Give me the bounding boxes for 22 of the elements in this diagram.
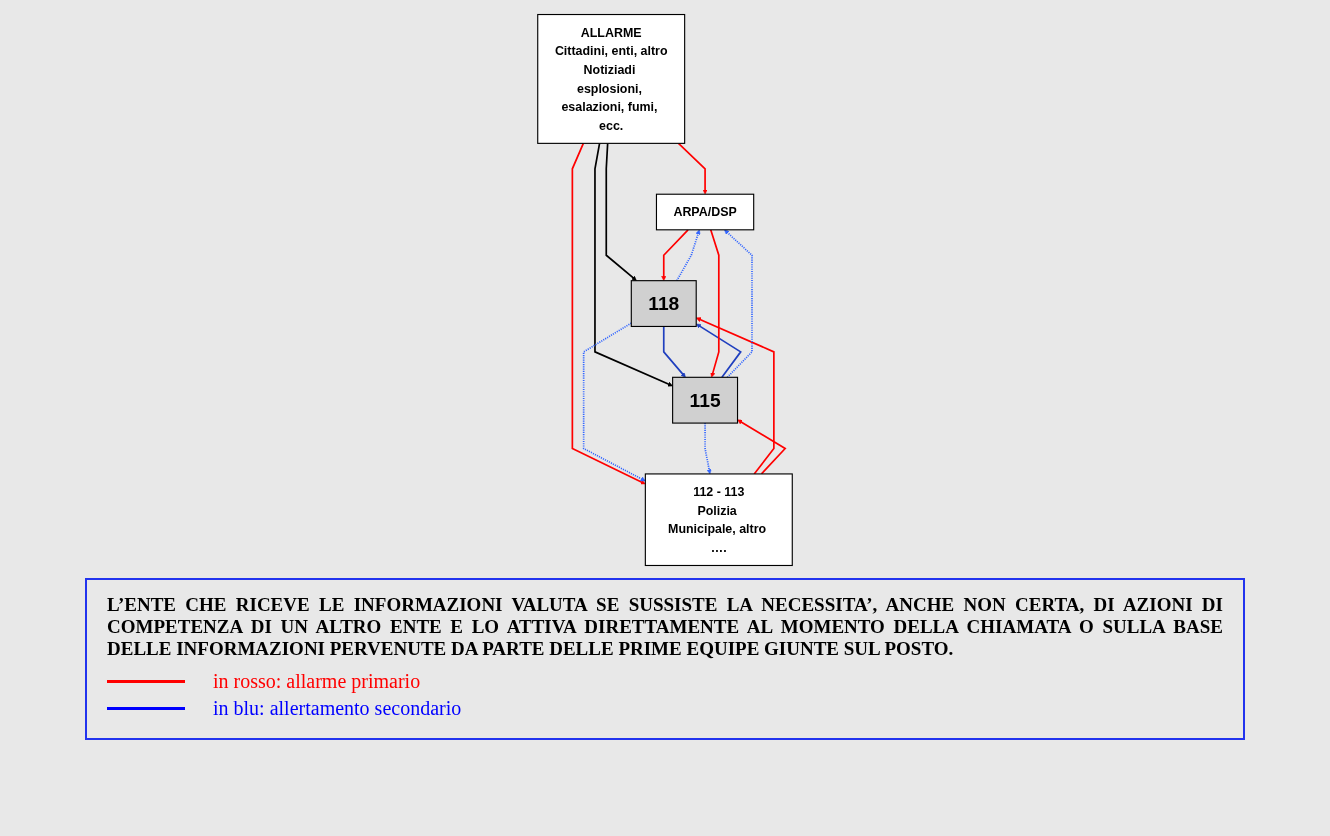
note-text: L’ENTE CHE RICEVE LE INFORMAZIONI VALUTA SE SUSSISTE LA NECESSITA’, ANCHE NON CERTA, DI AZIONI DI COMPETENZA DI UN ALTRO ENTE E LO ATTIVA DIRETTAMENTE AL MOMENTO DELLA CHIAMATA O SULLA BASE DELLE INFORMAZIONI PERVENUTE DA PARTE DELLE PRIME EQUIPE GIUNTE SUL POSTO. xyxy=(107,594,1223,660)
node-box: ALLARME Cittadini, enti, altro Notiziadi esplosioni, esalazioni, fumi, ecc. xyxy=(537,13,686,144)
node-box: 112 - 113 Polizia Municipale, altro …. xyxy=(644,473,793,567)
arrow xyxy=(582,322,646,482)
arrow xyxy=(704,422,712,475)
arrow xyxy=(677,142,708,195)
arrow xyxy=(724,229,753,379)
node-box: 118 xyxy=(630,280,697,327)
node-box: ARPA/DSP xyxy=(655,193,755,231)
node-box: 115 xyxy=(672,376,739,424)
arrow xyxy=(709,228,720,378)
arrow xyxy=(605,142,637,281)
arrow xyxy=(696,317,775,475)
arrow xyxy=(594,142,673,387)
arrow xyxy=(662,325,686,378)
arrow xyxy=(696,323,742,379)
legend-text: in rosso: allarme primario xyxy=(213,670,421,693)
arrow xyxy=(661,228,689,281)
arrow xyxy=(571,142,646,485)
arrow xyxy=(737,419,787,475)
legend-text: in blu: allertamento secondario xyxy=(213,697,462,720)
arrow xyxy=(675,229,701,282)
